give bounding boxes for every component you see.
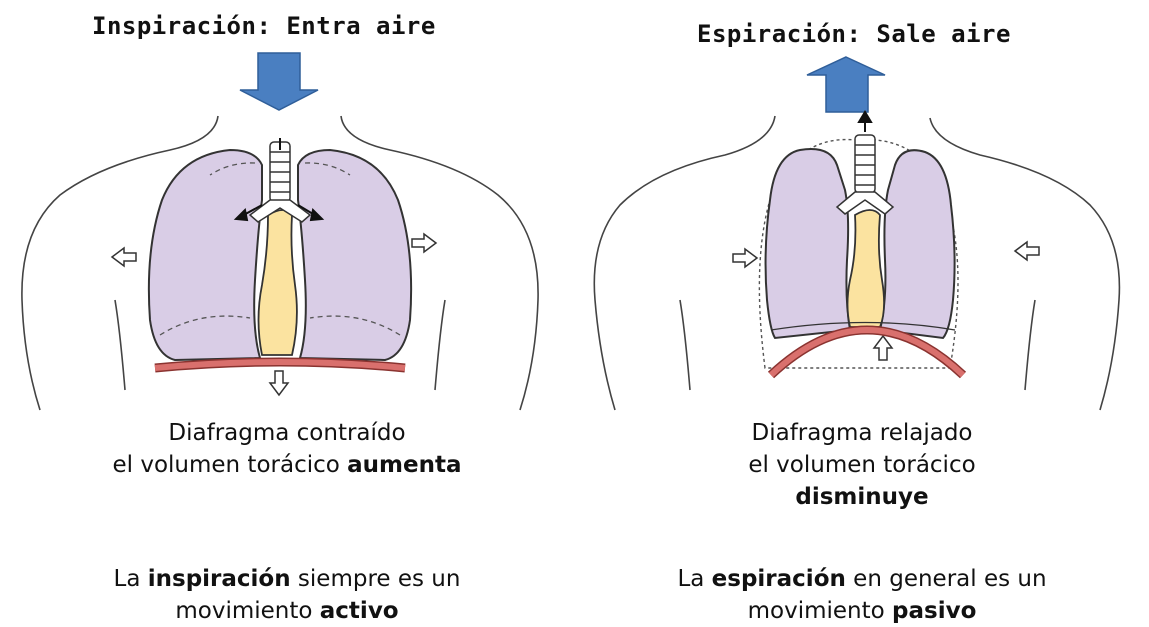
inspiration-note: La inspiración siempre es un movimiento … <box>0 563 574 627</box>
inspiration-caption-text: el volumen torácico <box>112 452 348 478</box>
expiration-caption: Diafragma relajado el volumen torácico d… <box>575 417 1149 513</box>
trachea <box>835 134 895 215</box>
expiration-note-bold1: espiración <box>711 566 846 592</box>
inspiration-note-line1: La inspiración siempre es un <box>0 563 574 595</box>
inspiration-panel: Inspiración: Entra aire <box>0 0 574 624</box>
inspiration-caption-line1: Diafragma contraído <box>168 420 406 446</box>
torso-outline <box>593 115 1121 411</box>
mediastinum <box>257 209 298 356</box>
inspiration-note-prefix: La <box>113 566 148 592</box>
left-lung <box>147 148 263 362</box>
inspiration-diagram <box>21 52 539 411</box>
right-lung <box>878 149 956 340</box>
inspiration-caption-bold: aumenta <box>347 452 462 478</box>
airflow-arrows <box>233 138 325 222</box>
expiration-caption-bold: disminuye <box>795 484 929 510</box>
inspiration-title: Inspiración: Entra aire <box>92 12 436 40</box>
expiration-diagram <box>593 56 1121 411</box>
right-lung <box>297 148 413 362</box>
inspiration-note-bold2: activo <box>319 598 399 624</box>
expiration-note-line2: movimiento pasivo <box>575 595 1149 627</box>
torso-outline <box>21 115 539 411</box>
expansion-arrows-icon <box>110 232 438 397</box>
inspiration-note-mid: siempre es un <box>290 566 461 592</box>
expiration-note-line1: La espiración en general es un <box>575 563 1149 595</box>
expiration-caption-line3: disminuye <box>575 481 1149 513</box>
air-out-arrow-icon <box>806 56 886 113</box>
inspiration-note-line2: movimiento activo <box>0 595 574 627</box>
mediastinum <box>846 209 885 328</box>
expiration-note-bold2: pasivo <box>892 598 977 624</box>
expiration-note-mid: en general es un <box>845 566 1047 592</box>
left-lung <box>764 148 852 340</box>
expiration-panel: Espiración: Sale aire <box>575 0 1149 624</box>
expiration-title: Espiración: Sale aire <box>697 20 1011 48</box>
air-in-arrow-icon <box>239 52 319 111</box>
inspiration-note-bold1: inspiración <box>147 566 291 592</box>
expiration-note-prefix: La <box>677 566 712 592</box>
inspiration-caption-line2: el volumen torácico aumenta <box>0 449 574 481</box>
expiration-caption-line1: Diafragma relajado <box>751 420 973 446</box>
compression-arrows-icon <box>732 240 1040 361</box>
expiration-note: La espiración en general es un movimient… <box>575 563 1149 627</box>
trachea <box>248 141 312 223</box>
expiration-caption-line2: el volumen torácico <box>748 452 976 478</box>
inspiration-note-line2-prefix: movimiento <box>175 598 320 624</box>
airflow-arrows <box>857 110 873 132</box>
expiration-note-line2-prefix: movimiento <box>747 598 893 624</box>
inspiration-caption: Diafragma contraído el volumen torácico … <box>0 417 574 481</box>
